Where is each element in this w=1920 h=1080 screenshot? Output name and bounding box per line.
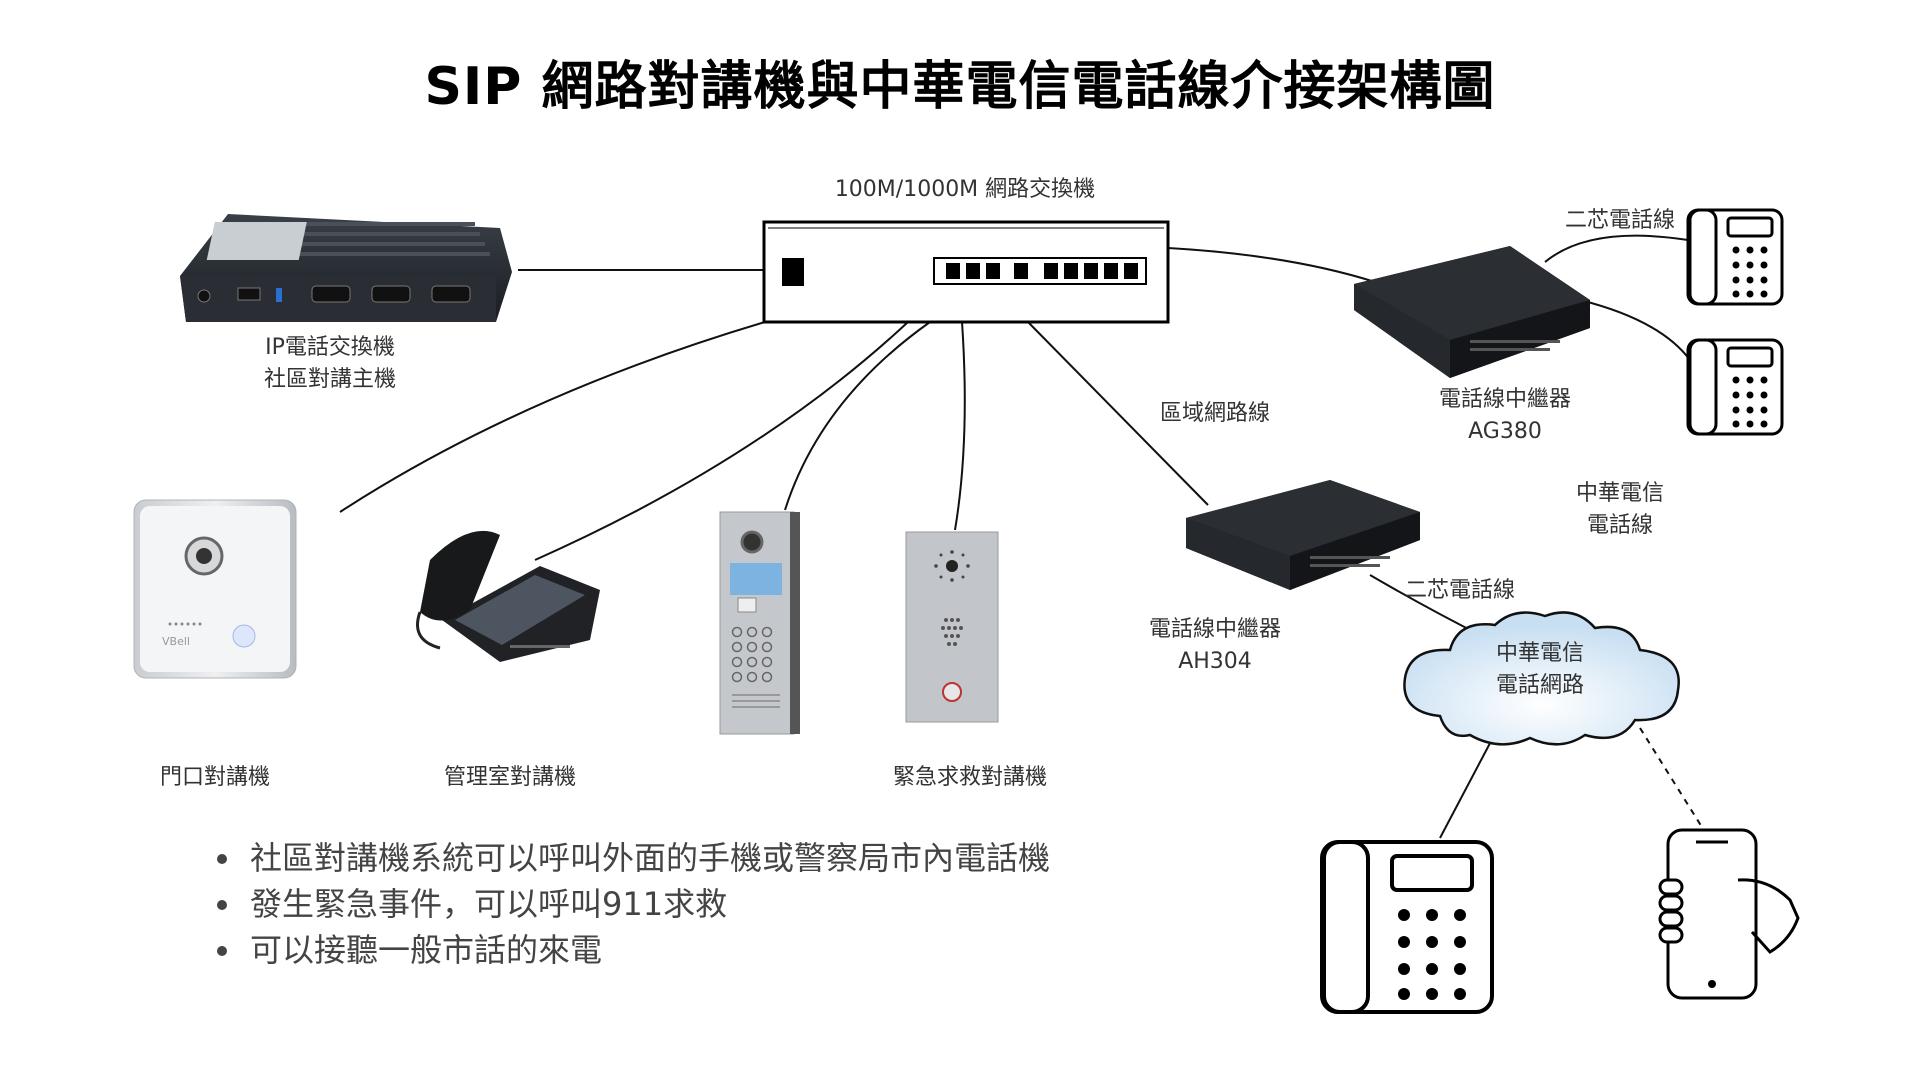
two-core-line-label-mid: 二芯電話線 [1404, 578, 1515, 603]
cloud-label-line2: 電話網路 [1495, 673, 1584, 698]
ah304-label-line2: AH304 [1178, 649, 1252, 674]
two-core-line-label-top: 二芯電話線 [1564, 208, 1675, 233]
cloud-icon [1403, 611, 1680, 746]
link-ag380-phone2 [1579, 299, 1691, 361]
cht-line-label-line2: 電話線 [1586, 513, 1653, 538]
pbx-label-line2: 社區對講主機 [263, 367, 396, 392]
desk-phone-icon [1320, 840, 1494, 1014]
link-cloud-deskphone [1439, 727, 1499, 839]
network-switch-icon [762, 220, 1170, 324]
video-phone-icon [416, 530, 600, 662]
link-switch-ag380 [1167, 247, 1376, 283]
ag380-label-line1: 電話線中繼器 [1438, 387, 1571, 412]
emergency-intercom-icon [905, 531, 999, 723]
feature-item: 社區對講機系統可以呼叫外面的手機或警察局市內電話機 [244, 835, 1050, 881]
link-ag380-phone1 [1544, 234, 1689, 263]
door-intercom-icon: VBell [133, 499, 297, 679]
desk-phone-icon [1686, 338, 1784, 436]
cht-line-label-line1: 中華電信 [1575, 481, 1664, 506]
cloud-label-line1: 中華電信 [1495, 641, 1584, 666]
mobile-phone-icon [1658, 828, 1800, 1000]
feature-item: 可以接聽一般市話的來電 [244, 927, 1050, 973]
pbx-box-icon [180, 214, 512, 322]
mgmt-intercom-label: 管理室對講機 [443, 765, 576, 790]
feature-list: 社區對講機系統可以呼叫外面的手機或警察局市內電話機 發生緊急事件，可以呼叫911… [210, 835, 1050, 973]
ag380-label-line2: AG380 [1468, 419, 1542, 444]
link-cloud-mobile [1639, 727, 1706, 833]
link-switch-ah304 [1027, 321, 1209, 506]
link-switch-keypad [784, 321, 931, 511]
desk-phone-icon [1686, 208, 1784, 306]
pbx-label-line1: IP電話交換機 [265, 335, 395, 360]
lan-cable-label: 區域網路線 [1159, 401, 1270, 426]
keypad-intercom-icon [719, 511, 800, 735]
link-switch-emergency [954, 321, 966, 531]
switch-label: 100M/1000M 網路交換機 [834, 177, 1096, 202]
emergency-intercom-label: 緊急求救對講機 [892, 765, 1047, 790]
gateway-ah304-icon [1186, 480, 1420, 590]
ah304-label-line1: 電話線中繼器 [1148, 617, 1281, 642]
link-switch-door [339, 321, 766, 513]
feature-item: 發生緊急事件，可以呼叫911求救 [244, 881, 1050, 927]
door-intercom-label: 門口對講機 [159, 765, 270, 790]
page-title: SIP 網路對講機與中華電信電話線介接架構圖 [424, 57, 1496, 117]
vbell-logo: VBell [162, 635, 190, 648]
gateway-ag380-icon [1354, 246, 1590, 378]
link-switch-mgmt [534, 321, 909, 561]
